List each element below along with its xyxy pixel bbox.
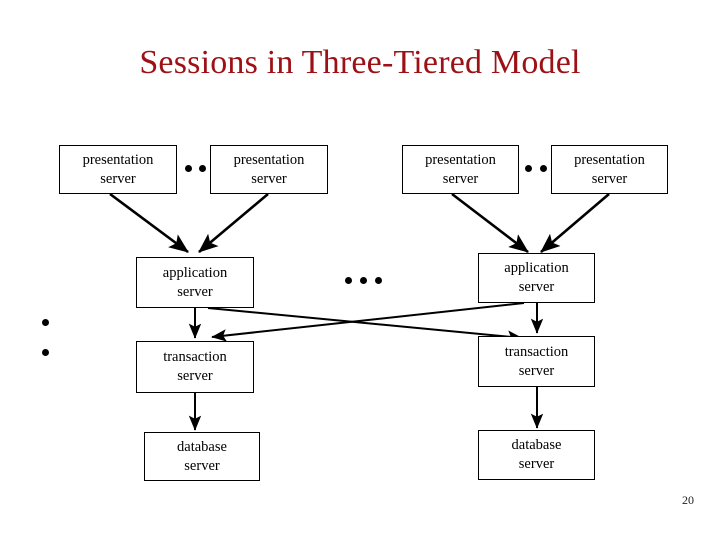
node-label-line1: transaction xyxy=(504,343,569,360)
node-label-line1: presentation xyxy=(574,151,645,168)
left-database-server[interactable]: database server xyxy=(144,432,260,481)
node-label-line2: server xyxy=(177,283,213,300)
node-label-line2: server xyxy=(184,457,220,474)
node-label-line2: server xyxy=(518,456,555,472)
node-label-line1: transaction xyxy=(163,349,227,366)
bullet-marker-1 xyxy=(42,319,49,326)
node-label-line1: application xyxy=(504,260,569,277)
node-label-line1: presentation xyxy=(233,151,305,168)
node-label-line1: database xyxy=(177,438,227,455)
node-label-line2: server xyxy=(518,362,555,379)
node-label-line1: presentation xyxy=(82,151,154,168)
left-transaction-server[interactable]: transaction server xyxy=(136,341,254,393)
right-database-server[interactable]: database server xyxy=(478,430,595,480)
left-presentation-server-2[interactable]: presentation server xyxy=(210,145,328,194)
left-presentation-server-1[interactable]: presentation server xyxy=(59,145,177,194)
page-title: Sessions in Three-Tiered Model xyxy=(139,44,581,81)
node-label-line1: database xyxy=(511,437,562,454)
page-number: 20 xyxy=(682,493,694,507)
node-label-line1: application xyxy=(162,264,228,281)
right-transaction-server[interactable]: transaction server xyxy=(478,336,595,387)
node-label-line2: server xyxy=(100,170,136,187)
node-label-line2: server xyxy=(591,170,628,187)
left-application-server[interactable]: application server xyxy=(136,257,254,308)
node-label-line2: server xyxy=(518,279,555,295)
right-application-server[interactable]: application server xyxy=(478,253,595,303)
node-label-line1: presentation xyxy=(425,151,496,168)
node-label-line2: server xyxy=(251,170,287,187)
right-presentation-server-2[interactable]: presentation server xyxy=(551,145,668,194)
node-label-line2: server xyxy=(442,170,479,187)
node-label-line2: server xyxy=(177,368,213,384)
right-presentation-server-1[interactable]: presentation server xyxy=(402,145,519,194)
bullet-marker-2 xyxy=(42,349,49,356)
